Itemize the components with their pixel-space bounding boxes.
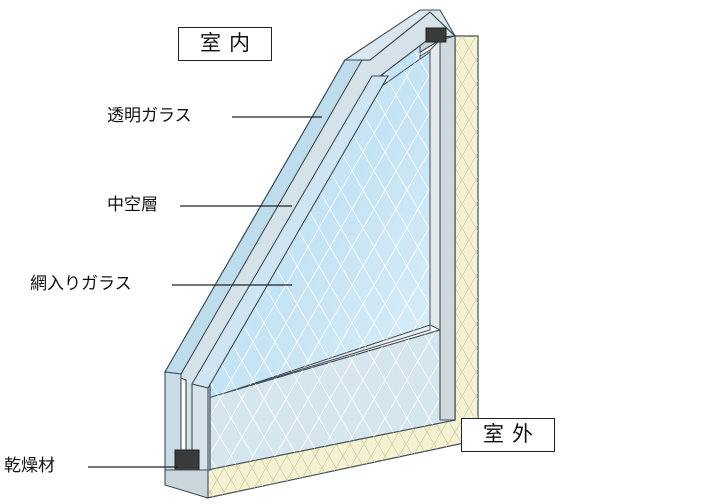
clear-glass-top-edge	[343, 9, 456, 61]
desiccant-label: 乾燥材	[4, 456, 55, 476]
clear-glass-label: 透明ガラス	[107, 106, 192, 126]
base-bottom	[164, 469, 209, 499]
outdoor-label: 室外	[461, 418, 555, 452]
wired-glass-bottom-mesh	[207, 330, 455, 470]
frame-right-inner	[429, 38, 441, 331]
top-spacer	[425, 27, 447, 43]
air-layer-label: 中空層	[107, 195, 158, 215]
indoor-label: 室内	[178, 27, 272, 61]
outdoor-label-text: 室外	[483, 422, 541, 446]
air-layer-mesh	[210, 52, 430, 398]
frame-right-outer	[439, 35, 456, 421]
wired-glass-label: 網入りガラス	[30, 274, 132, 294]
indoor-label-text: 室内	[200, 31, 258, 55]
